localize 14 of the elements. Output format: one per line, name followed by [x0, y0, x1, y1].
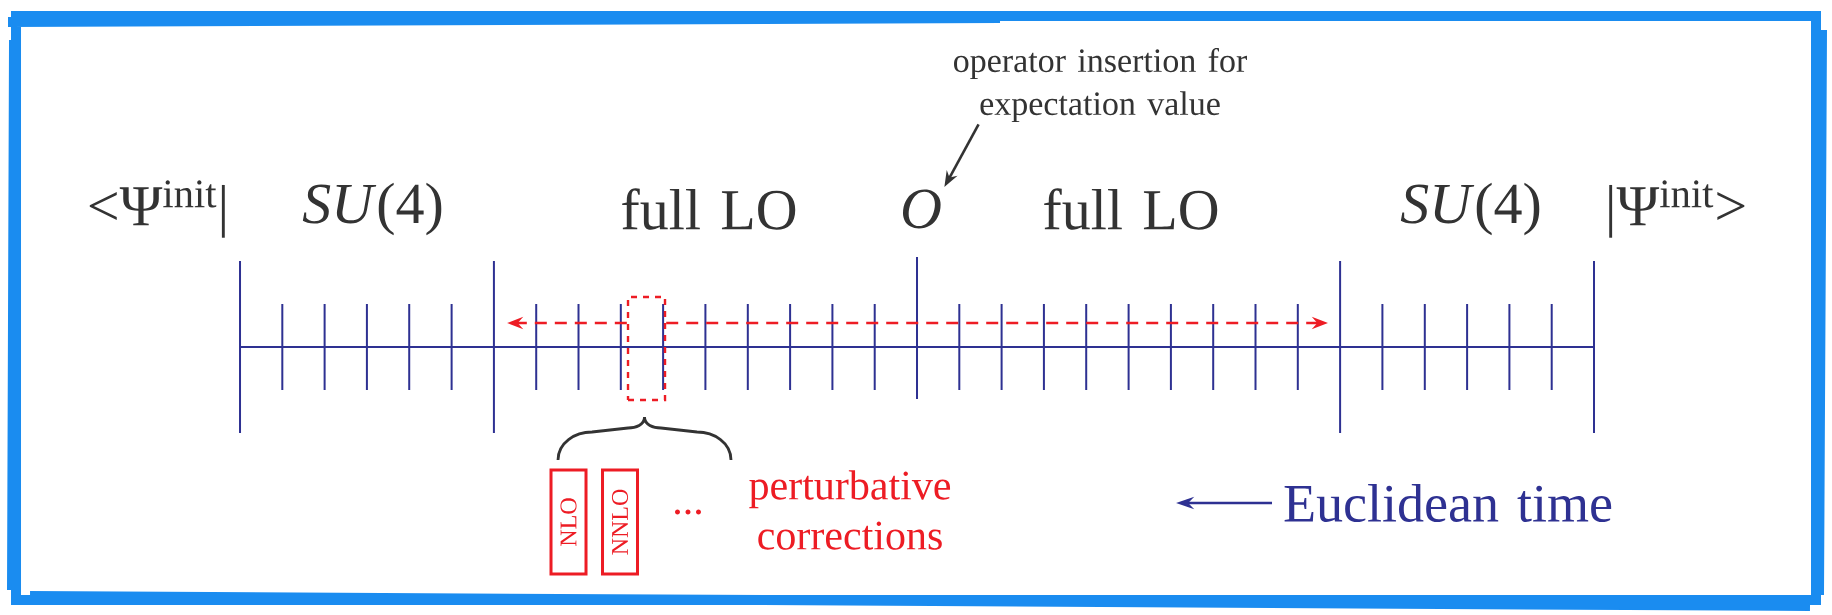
- region-label: SU(4): [302, 182, 442, 236]
- state-label: <Ψ$^{init}$|: [89, 180, 225, 238]
- correction-label: perturbative corrections: [749, 470, 951, 550]
- region-label: full LO: [622, 188, 796, 230]
- correction-box: NLO: [549, 468, 588, 576]
- dashed-box: [626, 295, 667, 402]
- operator-symbol: O: [903, 189, 941, 229]
- region-label: SU(4): [1400, 182, 1540, 236]
- region-label: full LO: [1044, 188, 1218, 230]
- state-label: |Ψ$^{init}$>: [1609, 180, 1745, 238]
- ellipsis-text: ...: [675, 509, 701, 515]
- correction-box: NNLO: [601, 468, 639, 576]
- axis-label: Euclidean time: [1284, 484, 1612, 522]
- annotation-text: operator insertion for expectation value: [954, 47, 1247, 123]
